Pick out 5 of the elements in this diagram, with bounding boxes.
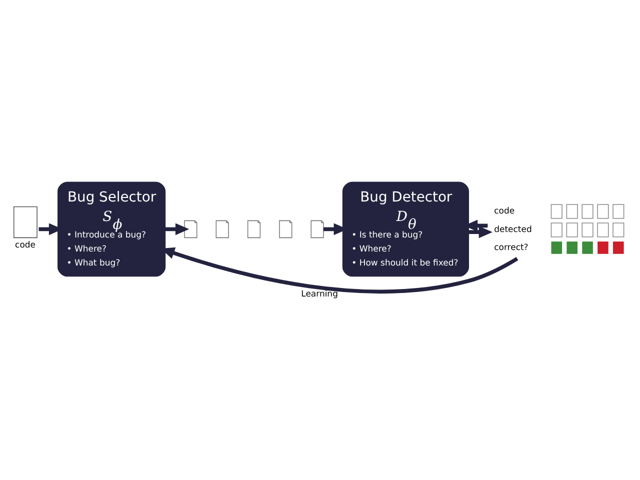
node-label: detected bbox=[494, 224, 532, 235]
edge-label: Learning bbox=[301, 288, 338, 299]
node-label: code bbox=[15, 240, 36, 250]
node-label: code bbox=[494, 206, 515, 216]
node-label: correct? bbox=[494, 242, 528, 252]
